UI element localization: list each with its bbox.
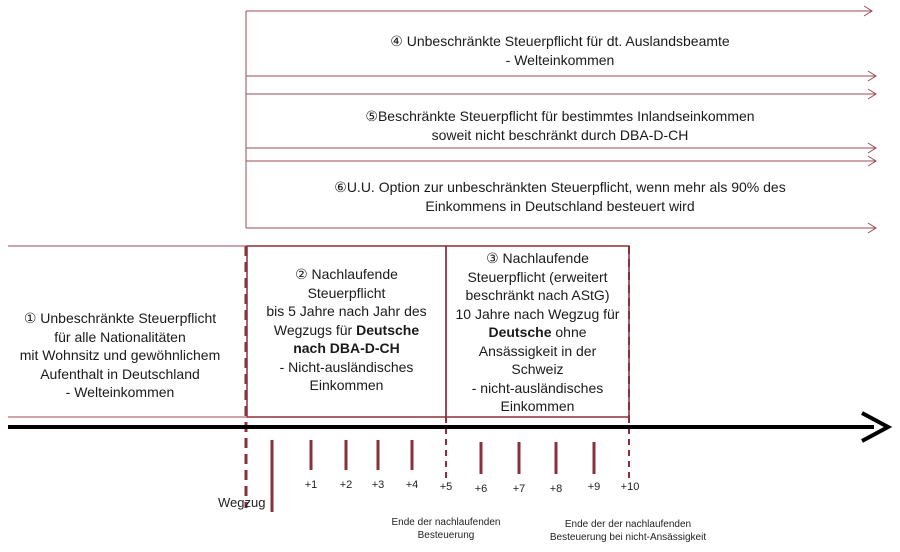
end-note-year-10-line-1: Ende der der nachlaufenden: [564, 519, 692, 530]
tick-label-9: +9: [587, 481, 601, 493]
tick-label-3: +3: [371, 479, 385, 491]
box-3-line-3: beschränkt nach AStG): [465, 287, 610, 303]
tick-label-4: +4: [405, 479, 419, 491]
box-2-text: ② Nachlaufende Steuerpflicht bis 5 Jahre…: [250, 265, 443, 395]
tick-label-6: +6: [474, 483, 488, 495]
box-3-line-4: 10 Jahre nach Wegzug für: [455, 305, 620, 322]
band-4-line-2: - Welteinkommen: [505, 51, 615, 68]
band-6-line-1: ⑥U.U. Option zur unbeschränkten Steuerpf…: [334, 179, 786, 195]
band-4-line-1: ④ Unbeschränkte Steuerpflicht für dt. Au…: [390, 33, 730, 49]
box-2-line-4-prefix: Wegzugs für: [273, 321, 357, 338]
time-axis-arrowhead: [861, 411, 893, 443]
tick-label-5: +5: [439, 481, 453, 493]
band-5-text: ⑤Beschränkte Steuerpflicht für bestimmte…: [300, 107, 820, 144]
box-3-line-9: Einkommen: [500, 398, 575, 414]
end-note-year-5: Ende der nachlaufenden Besteuerung: [366, 516, 526, 542]
box-2-line-4-bold: Deutsche: [356, 321, 420, 338]
box-2-line-5-bold: nach DBA-D-CH: [293, 340, 400, 356]
box-3-line-2: Steuerpflicht (erweitert: [467, 268, 608, 285]
band-5-outline: [246, 88, 877, 154]
box-1-line-4: Aufenthalt in Deutschland: [40, 365, 200, 382]
tick-label-7: +7: [512, 483, 526, 495]
end-note-year-5-line-2: Besteuerung: [417, 530, 475, 541]
end-note-year-10: Ende der der nachlaufenden Besteuerung b…: [538, 518, 718, 544]
tick-label-8: +8: [549, 483, 563, 495]
band-4-outline: [246, 5, 877, 82]
box-1-line-1: ① Unbeschränkte Steuerpflicht: [23, 310, 217, 326]
end-note-year-10-line-2: Besteuerung bei nicht-Ansässigkeit: [549, 532, 707, 543]
band-4-text: ④ Unbeschränkte Steuerpflicht für dt. Au…: [300, 32, 820, 69]
tick-label-2: +2: [339, 479, 353, 491]
box-1-text: ① Unbeschränkte Steuerpflicht für alle N…: [2, 309, 238, 402]
band-5-line-2: soweit nicht beschränkt durch DBA-D-CH: [431, 126, 689, 143]
box-3-line-1: ③ Nachlaufende: [486, 250, 589, 266]
box-2-line-3: bis 5 Jahre nach Jahr des: [266, 303, 427, 319]
box-2-line-2: Steuerpflicht: [307, 284, 386, 301]
box-2-line-4: Wegzugs für Deutsche: [250, 321, 443, 340]
box-3-line-5-bold: Deutsche: [488, 324, 552, 340]
box-1-line-2: für alle Nationalitäten: [54, 328, 186, 345]
band-6-text: ⑥U.U. Option zur unbeschränkten Steuerpf…: [290, 178, 830, 215]
box-2-line-7: Einkommen: [309, 377, 384, 393]
box-3-line-6: Ansässigkeit in der: [478, 342, 597, 359]
end-note-year-5-line-1: Ende der nachlaufenden: [391, 517, 501, 528]
box-2-line-5: nach DBA-D-CH: [250, 339, 443, 358]
band-6-outline: [246, 155, 877, 234]
box-3-line-8: - nicht-ausländisches: [471, 379, 604, 396]
tick-label-1: +1: [304, 479, 318, 491]
box-3-line-5-suffix: ohne: [551, 324, 587, 340]
tick-label-10: +10: [620, 481, 640, 493]
box-2-line-6: - Nicht-ausländisches: [279, 358, 414, 375]
wegzug-label: Wegzug: [218, 495, 266, 510]
box-1-line-5: - Welteinkommen: [65, 384, 175, 400]
band-6-line-2: Einkommens in Deutschland besteuert wird: [425, 197, 695, 214]
box-2-line-1: ② Nachlaufende: [295, 266, 398, 282]
box-1-line-3: mit Wohnsitz und gewöhnlichem: [19, 347, 221, 363]
box-3-line-7: Schweiz: [511, 361, 564, 377]
box-3-text: ③ Nachlaufende Steuerpflicht (erweitert …: [449, 249, 626, 416]
band-5-line-1: ⑤Beschränkte Steuerpflicht für bestimmte…: [365, 108, 755, 124]
box-3-line-5: Deutsche ohne: [449, 323, 626, 342]
